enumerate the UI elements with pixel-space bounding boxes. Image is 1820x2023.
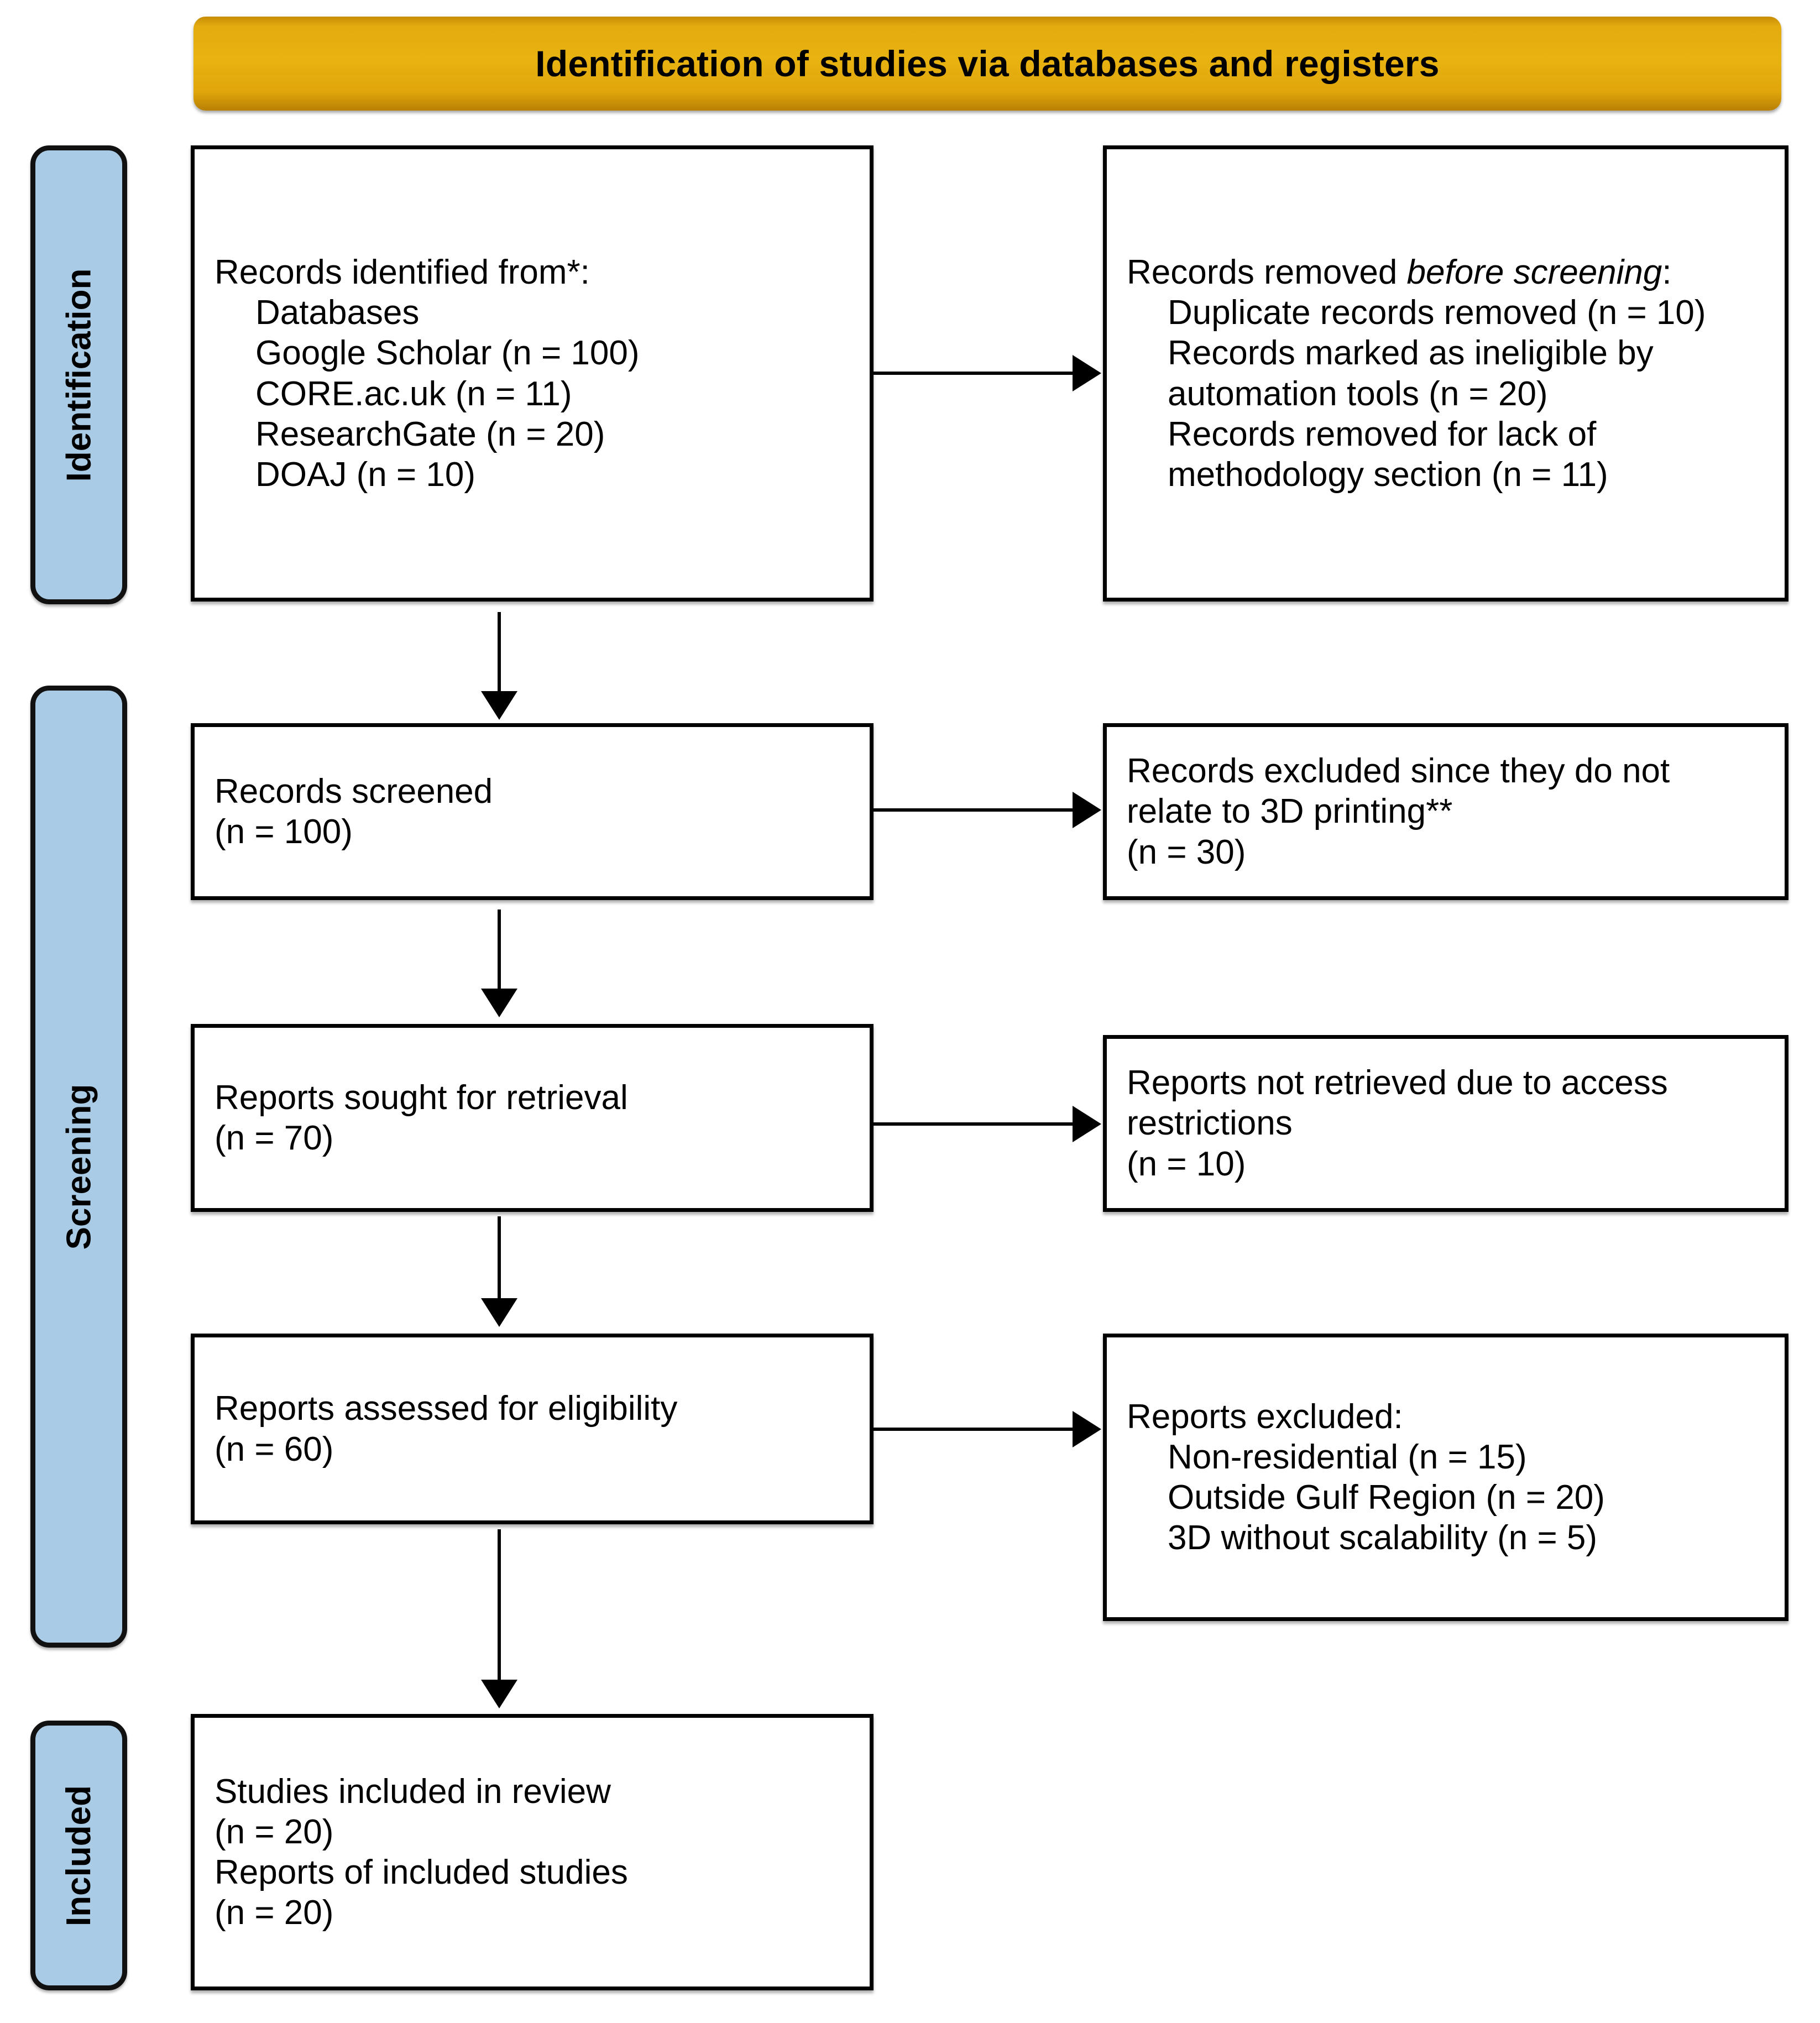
box-line: Reports assessed for eligibility: [215, 1389, 678, 1428]
diagram-banner: Identification of studies via databases …: [193, 17, 1781, 111]
arrow-line-sought-to-not-retrieved: [874, 1122, 1074, 1126]
stage-pill-screening: Screening: [30, 686, 127, 1648]
box-line: Records removed for lack of methodology …: [1168, 415, 1608, 494]
arrow-head-sought-to-assessed: [481, 1298, 517, 1327]
arrow-head-identified-to-removed: [1073, 355, 1101, 391]
box-studies-included-in-review: Studies included in review (n = 20) Repo…: [191, 1714, 874, 1990]
box-line: Databases: [255, 294, 420, 332]
box-line: ResearchGate (n = 20): [255, 415, 605, 453]
box-line: (n = 60): [215, 1430, 334, 1468]
stage-pill-identification: Identification: [30, 145, 127, 604]
box-line: Records screened: [215, 772, 493, 811]
box-heading-italic: before screening: [1406, 253, 1662, 292]
stage-pill-included: Included: [30, 1721, 127, 1990]
box-line: (n = 100): [215, 813, 353, 851]
box-line: Records identified from*:: [215, 253, 590, 292]
box-line: Records marked as ineligible by automati…: [1168, 334, 1663, 413]
box-line: CORE.ac.uk (n = 11): [255, 374, 572, 413]
box-line: (n = 70): [215, 1119, 334, 1157]
stage-label-included: Included: [60, 1785, 98, 1926]
arrow-head-identified-to-screened: [481, 691, 517, 720]
arrow-head-screened-to-excluded: [1073, 792, 1101, 828]
box-reports-assessed-for-eligibility: Reports assessed for eligibility (n = 60…: [191, 1334, 874, 1524]
box-reports-sought-for-retrieval: Reports sought for retrieval (n = 70): [191, 1024, 874, 1212]
box-line: 3D without scalability (n = 5): [1168, 1519, 1598, 1557]
arrow-head-screened-to-sought: [481, 989, 517, 1017]
box-line: Duplicate records removed (n = 10): [1168, 294, 1706, 332]
arrow-head-sought-to-not-retrieved: [1073, 1106, 1101, 1142]
banner-title: Identification of studies via databases …: [535, 43, 1440, 84]
box-records-excluded: Records excluded since they do not relat…: [1103, 723, 1788, 900]
arrow-line-identified-to-screened: [498, 612, 501, 695]
box-line: Outside Gulf Region (n = 20): [1168, 1478, 1605, 1517]
box-heading-plain: Records removed: [1127, 253, 1407, 292]
box-line: DOAJ (n = 10): [255, 455, 475, 494]
box-line: (n = 10): [1127, 1144, 1246, 1183]
stage-label-screening: Screening: [60, 1084, 98, 1250]
arrow-line-screened-to-excluded: [874, 808, 1074, 812]
arrow-head-assessed-to-excluded: [1073, 1411, 1101, 1447]
box-records-removed-before-screening: Records removed before screening: Duplic…: [1103, 145, 1788, 602]
box-reports-not-retrieved: Reports not retrieved due to access rest…: [1103, 1035, 1788, 1212]
box-line: Reports sought for retrieval: [215, 1078, 628, 1117]
box-line: (n = 20): [215, 1812, 334, 1851]
arrow-head-assessed-to-included: [481, 1680, 517, 1708]
box-line: Non-residential (n = 15): [1168, 1437, 1527, 1476]
box-heading: Records removed before screening:: [1127, 252, 1765, 292]
box-line: (n = 30): [1127, 833, 1246, 871]
box-line: Google Scholar (n = 100): [255, 334, 640, 373]
box-reports-excluded: Reports excluded: Non-residential (n = 1…: [1103, 1334, 1788, 1621]
arrow-line-screened-to-sought: [498, 909, 501, 992]
box-line: Records excluded since they do not relat…: [1127, 752, 1680, 831]
box-records-identified: Records identified from*: Databases Goog…: [191, 145, 874, 602]
box-line: Reports of included studies: [215, 1853, 628, 1891]
arrow-line-sought-to-assessed: [498, 1216, 501, 1302]
arrow-line-assessed-to-included: [498, 1529, 501, 1684]
arrow-line-assessed-to-excluded: [874, 1428, 1074, 1431]
box-line: Reports excluded:: [1127, 1397, 1403, 1436]
box-line: Studies included in review: [215, 1772, 611, 1811]
box-heading-colon: :: [1662, 253, 1672, 292]
stage-label-identification: Identification: [60, 268, 98, 482]
arrow-line-identified-to-removed: [874, 372, 1074, 375]
box-line: (n = 20): [215, 1894, 334, 1932]
box-line: Reports not retrieved due to access rest…: [1127, 1064, 1677, 1143]
box-records-screened: Records screened (n = 100): [191, 723, 874, 900]
